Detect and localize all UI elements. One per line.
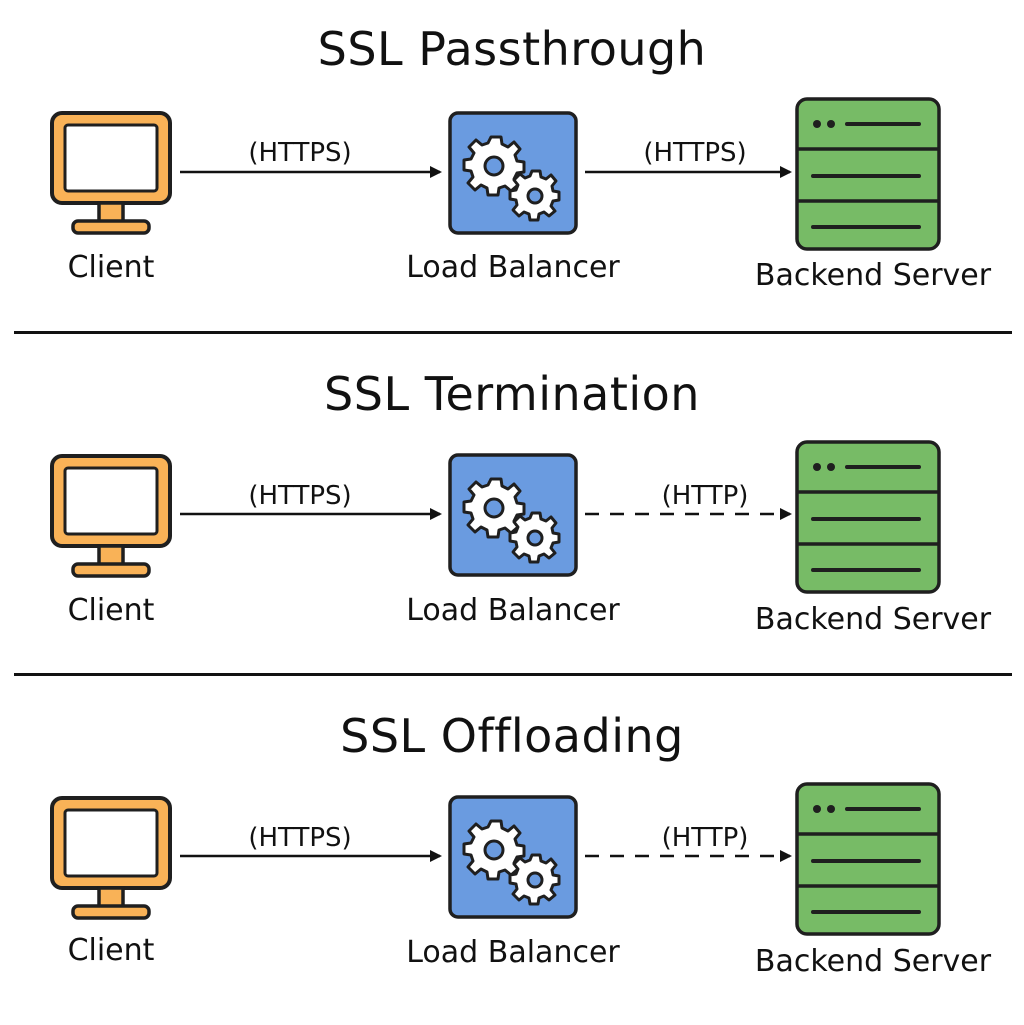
connector-layer: [180, 166, 792, 178]
backend-server-label: Backend Server: [754, 602, 992, 637]
server-rack-icon: [795, 440, 941, 594]
gears-icon: [448, 453, 578, 577]
connector-layer: [180, 850, 792, 862]
link-label-client-balancer: (HTTPS): [248, 481, 352, 511]
load-balancer-label: Load Balancer: [406, 935, 620, 970]
monitor-icon: [50, 454, 172, 578]
section-title: SSL Passthrough: [317, 22, 707, 76]
section-ssl-offloading: SSL Offloading (HTTPS) (HTTP) Client Loa…: [0, 685, 1024, 1025]
client-label: Client: [67, 593, 155, 628]
monitor-icon: [50, 796, 172, 920]
link-label-balancer-server: (HTTPS): [643, 138, 747, 168]
gears-icon: [448, 795, 578, 919]
connector-layer: [180, 508, 792, 520]
link-label-balancer-server: (HTTP): [661, 481, 749, 511]
section-divider: [14, 673, 1012, 676]
server-rack-icon: [795, 782, 941, 936]
monitor-icon: [50, 111, 172, 235]
backend-server-label: Backend Server: [754, 258, 992, 293]
section-title: SSL Termination: [324, 367, 700, 421]
section-title: SSL Offloading: [340, 709, 684, 763]
link-label-client-balancer: (HTTPS): [248, 823, 352, 853]
server-rack-icon: [795, 97, 941, 251]
load-balancer-label: Load Balancer: [406, 593, 620, 628]
client-label: Client: [67, 250, 155, 285]
section-ssl-passthrough: SSL Passthrough (HTTPS) (HTTPS) Client L…: [0, 0, 1024, 340]
load-balancer-label: Load Balancer: [406, 250, 620, 285]
client-label: Client: [67, 933, 155, 968]
backend-server-label: Backend Server: [754, 944, 992, 979]
section-divider: [14, 331, 1012, 334]
gears-icon: [448, 111, 578, 235]
link-label-client-balancer: (HTTPS): [248, 138, 352, 168]
link-label-balancer-server: (HTTP): [661, 823, 749, 853]
section-ssl-termination: SSL Termination (HTTPS) (HTTP) Client Lo…: [0, 343, 1024, 683]
